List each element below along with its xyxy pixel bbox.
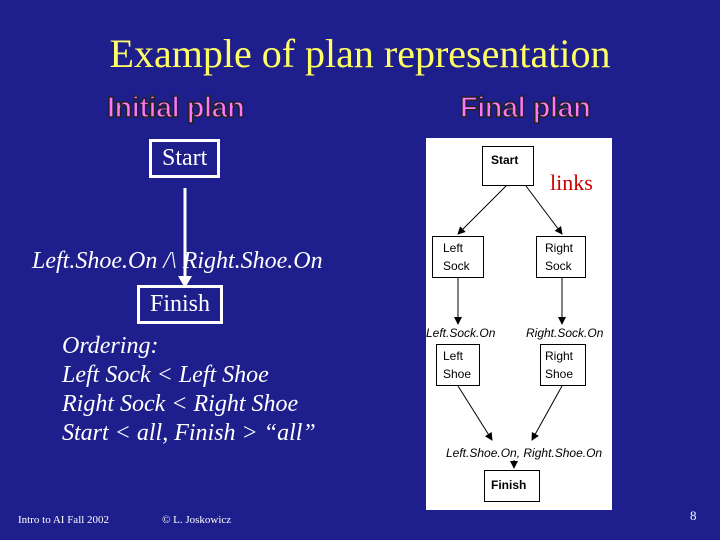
final-plan-diagram: Start Left Sock Right Sock Left.Sock.On … <box>426 138 612 510</box>
page-number: 8 <box>690 508 697 523</box>
initial-start-node: Start <box>149 139 221 178</box>
right-shoe-label: Right <box>545 349 574 363</box>
slide-title: Example of plan representation <box>109 31 611 76</box>
initial-plan-heading: Initial plan <box>106 91 245 125</box>
left-sock-node: Left Sock <box>432 236 484 278</box>
ordering-line: Right Sock < Right Shoe <box>62 391 299 417</box>
ordering-heading: Ordering: <box>62 333 159 359</box>
initial-goal-text: Left.Shoe.On /\ Right.Shoe.On <box>32 248 323 274</box>
right-sock-label: Sock <box>545 259 572 273</box>
left-sock-label: Left <box>443 241 464 255</box>
final-start-label: Start <box>491 153 519 167</box>
left-shoe-label: Left <box>443 349 464 363</box>
ordering-line: Left Sock < Left Shoe <box>62 362 269 388</box>
final-finish-label: Finish <box>491 478 527 492</box>
right-sock-on-label: Right.Sock.On <box>526 326 604 340</box>
ordering-line: Start < all, Finish > “all” <box>62 420 316 446</box>
left-sock-label: Sock <box>443 259 470 273</box>
final-plan-arrows <box>454 185 566 469</box>
right-sock-label: Right <box>545 241 574 255</box>
initial-finish-node: Finish <box>137 285 224 324</box>
ordering-constraints: Ordering: Left Sock < Left Shoe Right So… <box>62 332 316 448</box>
footer-copyright: © L. Joskowicz <box>162 514 232 526</box>
left-shoe-label: Shoe <box>443 367 472 381</box>
final-finish-node: Finish <box>484 470 540 502</box>
left-sock-on-label: Left.Sock.On <box>426 326 496 340</box>
links-label: links <box>550 170 593 195</box>
footer-course: Intro to AI Fall 2002 <box>18 514 110 526</box>
final-plan-heading: Final plan <box>459 91 591 125</box>
right-sock-node: Right Sock <box>536 236 586 278</box>
final-start-node: Start <box>482 146 534 186</box>
shoes-on-label: Left.Shoe.On, Right.Shoe.On <box>446 446 603 460</box>
right-shoe-node: Right Shoe <box>540 344 586 386</box>
left-shoe-node: Left Shoe <box>436 344 480 386</box>
right-shoe-label: Shoe <box>545 367 574 381</box>
